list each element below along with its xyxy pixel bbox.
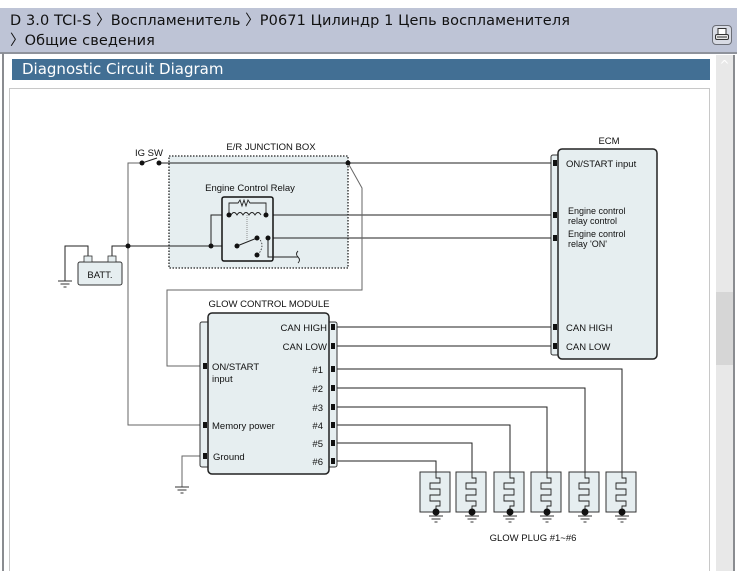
section-title: Diagnostic Circuit Diagram [12, 59, 710, 80]
glow-plug-6 [605, 471, 637, 523]
gcm-on-start-1: ON/START [212, 362, 259, 373]
breadcrumb: D 3.0 TCI-S 〉Воспламенитель 〉P0671 Цилин… [10, 11, 570, 51]
battery: BATT. [57, 255, 123, 288]
glow-plug-label: GLOW PLUG #1~#6 [490, 533, 577, 544]
window-edge [2, 53, 4, 571]
breadcrumb-line-1[interactable]: D 3.0 TCI-S 〉Воспламенитель 〉P0671 Цилин… [10, 13, 571, 29]
gcm-title: GLOW CONTROL MODULE [208, 299, 329, 310]
header-bar: D 3.0 TCI-S 〉Воспламенитель 〉P0671 Цилин… [0, 8, 737, 54]
glow-plug-5 [568, 471, 600, 523]
glow-control-module: GLOW CONTROL MODULE CAN HIGH CAN LOW #1 … [174, 299, 338, 494]
ecm-can-low: CAN LOW [566, 342, 610, 353]
glow-plug-2 [455, 471, 487, 523]
ecm-relay-on-1: Engine control [568, 229, 626, 239]
relay-label: Engine Control Relay [205, 183, 295, 194]
ecm: ECM ON/START input Engine control relay … [550, 136, 658, 360]
scroll-up-icon[interactable]: ^ [719, 58, 730, 72]
gcm-can-low: CAN LOW [283, 342, 327, 353]
printer-icon [715, 28, 729, 40]
gcm-pin-6: #6 [312, 457, 323, 468]
diagram-container [9, 88, 710, 571]
glow-plug-1 [419, 471, 451, 523]
gcm-pin-5: #5 [312, 439, 323, 450]
gcm-on-start-2: input [212, 374, 233, 385]
ig-sw-label: IG SW [135, 148, 163, 159]
breadcrumb-line-2[interactable]: 〉Общие сведения [10, 33, 155, 49]
vertical-scrollbar[interactable]: ^ [716, 55, 733, 571]
engine-control-relay [221, 196, 300, 264]
grey-wires [127, 162, 363, 487]
battery-label: BATT. [87, 270, 112, 281]
ground-icon [174, 486, 190, 494]
gcm-pin-4: #4 [312, 421, 323, 432]
scrollbar-edge [733, 55, 735, 571]
print-button[interactable] [712, 25, 732, 45]
glow-plugs [419, 471, 637, 523]
gcm-pin-2: #2 [312, 384, 323, 395]
ecm-on-start: ON/START input [566, 159, 637, 170]
ig-switch: IG SW [135, 148, 163, 166]
glow-plug-4 [530, 471, 562, 523]
junction-box-label: E/R JUNCTION BOX [226, 142, 316, 153]
glow-plug-3 [493, 471, 525, 523]
ecm-relay-on-2: relay 'ON' [568, 239, 607, 249]
ecm-relay-control-2: relay control [568, 216, 617, 226]
gcm-can-high: CAN HIGH [281, 323, 328, 334]
gcm-pin-3: #3 [312, 403, 323, 414]
gcm-ground: Ground [213, 452, 245, 463]
scroll-thumb[interactable] [716, 292, 733, 365]
ecm-relay-control-1: Engine control [568, 206, 626, 216]
ground-icon [57, 280, 73, 288]
ecm-can-high: CAN HIGH [566, 323, 613, 334]
ecm-title: ECM [598, 136, 619, 147]
gcm-pin-1: #1 [312, 365, 323, 376]
junction-dots [125, 160, 351, 249]
gcm-memory-power: Memory power [212, 421, 275, 432]
